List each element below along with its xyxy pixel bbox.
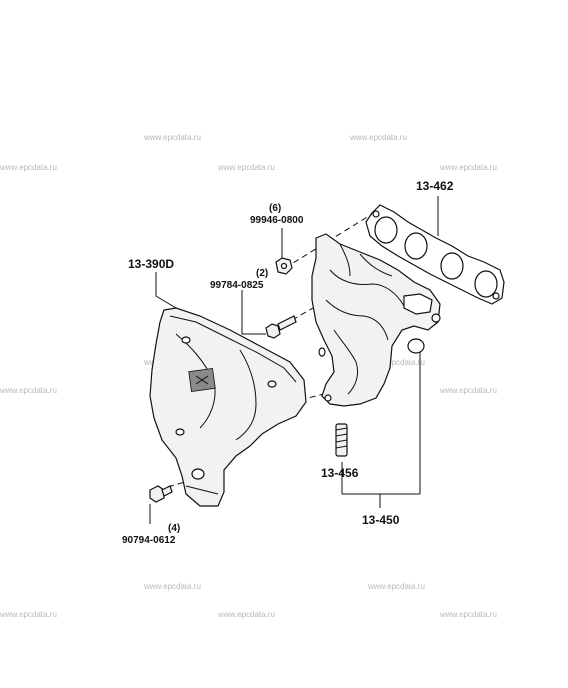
watermark-text: www.epcdata.ru [439, 386, 497, 395]
heat-insulator-part [149, 307, 307, 507]
watermark-text: www.epcdata.ru [0, 163, 57, 172]
leader-line [241, 290, 266, 335]
upper-bolt-part [265, 315, 297, 339]
watermark-text: www.epcdata.ru [143, 133, 201, 142]
watermark-text: www.epcdata.ru [217, 163, 275, 172]
lower-bolt-part [149, 485, 173, 503]
nut-part [275, 257, 293, 275]
part-label-heat-insulator: 13-390D [128, 257, 174, 271]
part-label-manifold: 13-450 [362, 513, 400, 527]
part-label-upper-bolt: 99784-0825 [210, 280, 264, 291]
watermark-text: www.epcdata.ru [217, 610, 275, 619]
stud-part [335, 423, 348, 457]
alignment-line [291, 303, 321, 321]
watermark-text: www.epcdata.ru [367, 358, 425, 367]
watermark-text: www.epcdata.ru [349, 133, 407, 142]
qty-label-lower-bolt: (4) [168, 523, 180, 534]
part-label-nut: 99946-0800 [250, 215, 304, 226]
gasket-part [365, 204, 505, 305]
watermark-text: www.epcdata.ru [0, 386, 57, 395]
watermark-text: www.epcdata.ru [143, 582, 201, 591]
leader-line [341, 352, 421, 508]
part-label-gasket: 13-462 [416, 179, 454, 193]
qty-label-nut: (6) [269, 203, 281, 214]
watermark-text: www.epcdata.ru [0, 610, 57, 619]
part-label-stud: 13-456 [321, 466, 359, 480]
watermark-text: www.epcdata.ru [439, 610, 497, 619]
part-label-lower-bolt: 90794-0612 [122, 535, 176, 546]
watermark-text: www.epcdata.ru [367, 582, 425, 591]
qty-label-upper-bolt: (2) [256, 268, 268, 279]
leader-line [155, 272, 177, 309]
exhaust-manifold-part [311, 233, 441, 407]
watermark-text: www.epcdata.ru [439, 163, 497, 172]
